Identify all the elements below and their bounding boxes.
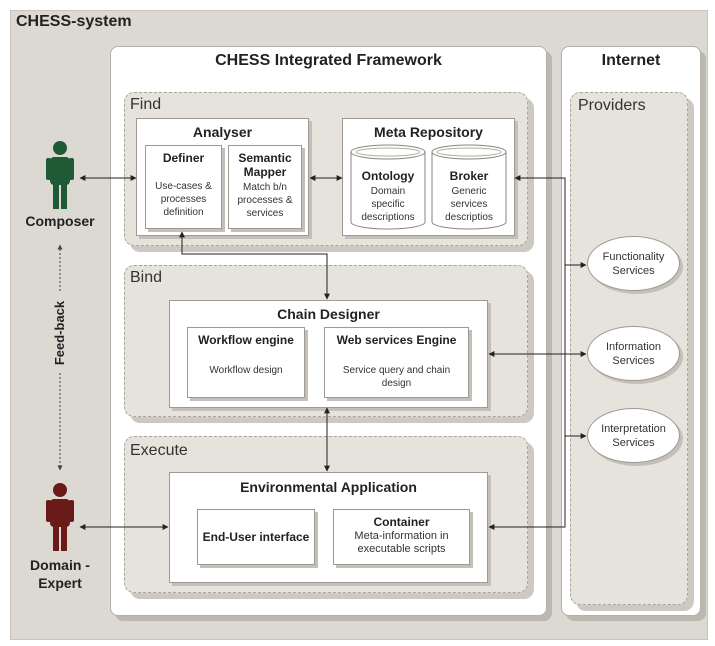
chain-designer-title: Chain Designer bbox=[277, 306, 380, 322]
arrow-definer-chain bbox=[179, 231, 330, 300]
container-text: Meta-information in executable scripts bbox=[354, 530, 449, 555]
workflow-engine-text: Workflow design bbox=[209, 365, 283, 376]
bind-label: Bind bbox=[130, 269, 163, 286]
domain-expert-figure bbox=[46, 483, 74, 551]
composer-figure bbox=[46, 141, 74, 209]
semantic-mapper-title: Semantic Mapper bbox=[238, 151, 292, 179]
execute-label: Execute bbox=[130, 442, 188, 459]
definer-box bbox=[145, 145, 222, 229]
end-user-interface-box: End-User interface bbox=[197, 509, 315, 565]
web-services-engine-text: Service query and chain design bbox=[342, 365, 451, 389]
definer-text: Use-cases & processes definition bbox=[155, 181, 212, 218]
broker-cylinder bbox=[431, 144, 507, 230]
container-title: Container bbox=[373, 515, 430, 529]
ontology-cylinder bbox=[350, 144, 426, 230]
framework-title: CHESS Integrated Framework bbox=[215, 52, 442, 69]
semantic-mapper-box bbox=[228, 145, 302, 229]
internet-title: Internet bbox=[601, 52, 661, 69]
semantic-mapper-text: Match b/n processes & services bbox=[237, 182, 293, 219]
ontology-title: Ontology bbox=[361, 169, 415, 183]
environmental-application-title: Environmental Application bbox=[240, 479, 417, 495]
workflow-engine-title: Workflow engine bbox=[198, 333, 294, 347]
system-title: CHESS-system bbox=[16, 13, 132, 30]
find-label: Find bbox=[130, 96, 162, 113]
information-services: Information Services bbox=[587, 326, 680, 381]
providers-label: Providers bbox=[578, 97, 646, 114]
broker-title: Broker bbox=[449, 169, 489, 183]
definer-title: Definer bbox=[162, 151, 205, 165]
broker-text: Generic services descriptios bbox=[445, 186, 493, 223]
meta-repository-title: Meta Repository bbox=[374, 124, 483, 140]
composer-label: Composer bbox=[25, 213, 95, 229]
line-broker-bus bbox=[488, 175, 566, 530]
workflow-engine-box bbox=[187, 327, 305, 398]
web-services-engine-title: Web services Engine bbox=[336, 333, 457, 347]
ontology-text: Domain specific descriptions bbox=[361, 186, 415, 223]
functionality-services: Functionality Services bbox=[587, 236, 680, 291]
web-services-engine-box bbox=[324, 327, 469, 398]
container-box bbox=[333, 509, 470, 565]
analyser-title: Analyser bbox=[192, 124, 253, 140]
domain-expert-label: Domain - Expert bbox=[30, 557, 90, 591]
feedback-label: Feed-back bbox=[52, 293, 68, 373]
interpretation-services: Interpretation Services bbox=[587, 408, 680, 463]
